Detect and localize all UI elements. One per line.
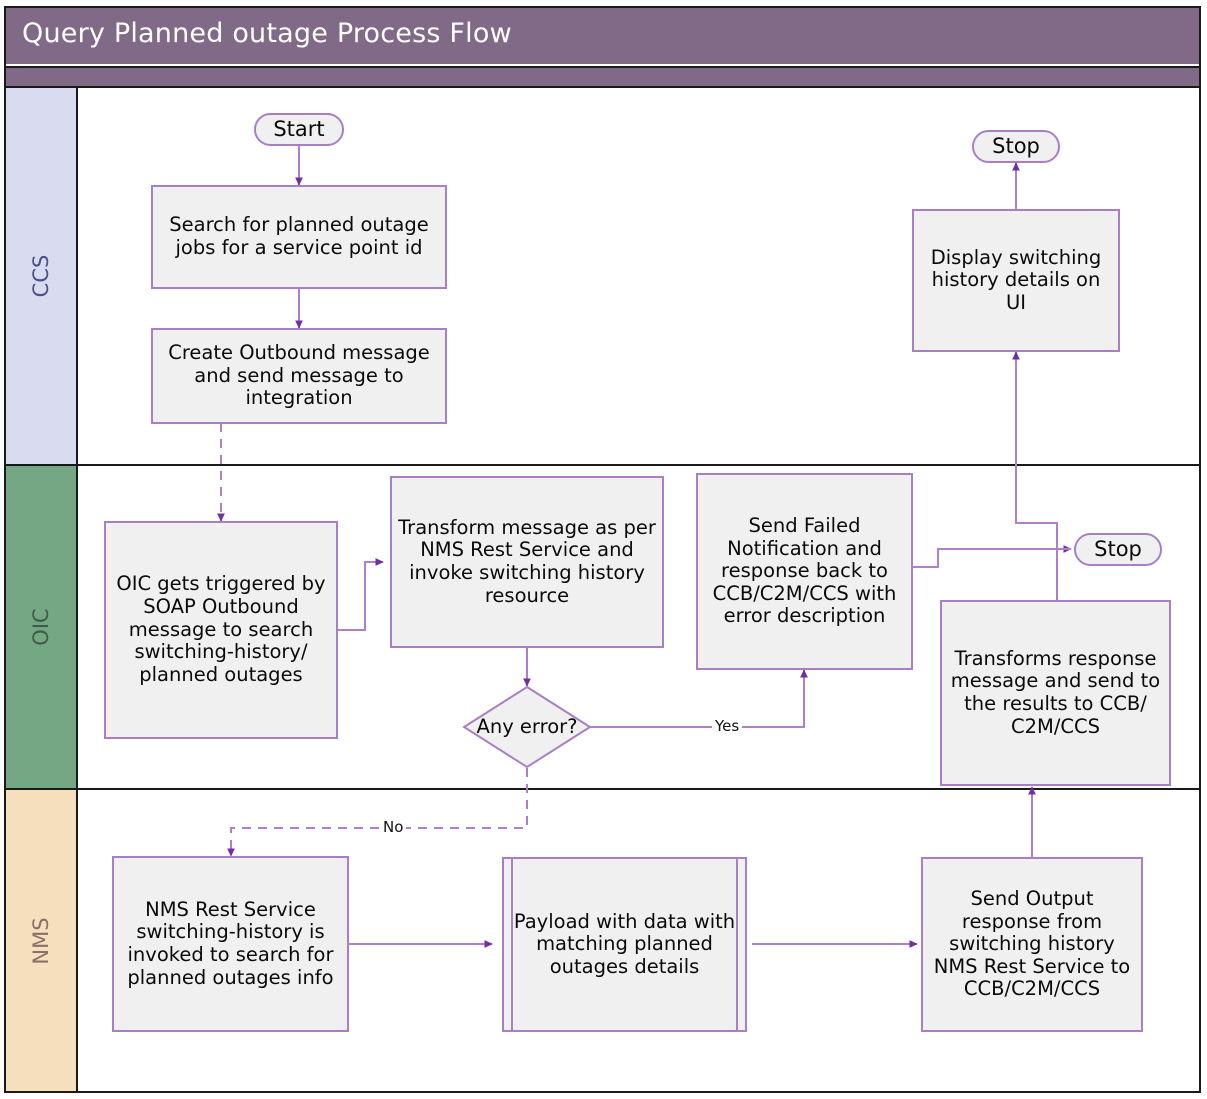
swimlane-header-nms: NMS	[6, 790, 78, 1091]
node-send-failed-notification-label: Send Failed Notification and response ba…	[712, 513, 897, 628]
edge-label-no: No	[380, 818, 407, 836]
node-display-switching-history-label: Display switching history details on UI	[930, 245, 1102, 314]
node-stop-oic-label: Stop	[1094, 537, 1142, 562]
node-send-output-response[interactable]: Send Output response from switching hist…	[921, 857, 1143, 1032]
decision-diamond-shape	[462, 685, 592, 769]
node-any-error-decision[interactable]: Any error?	[462, 685, 592, 769]
swimlane-header-oic: OIC	[6, 466, 78, 788]
node-transform-message[interactable]: Transform message as per NMS Rest Servic…	[390, 476, 664, 648]
node-nms-rest-service[interactable]: NMS Rest Service switching-history is in…	[112, 856, 349, 1032]
node-search-planned-outage-jobs[interactable]: Search for planned outage jobs for a ser…	[151, 185, 447, 289]
node-create-outbound-message[interactable]: Create Outbound message and send message…	[151, 328, 447, 424]
title-accent-strip	[6, 66, 1199, 88]
node-send-failed-notification[interactable]: Send Failed Notification and response ba…	[696, 473, 913, 670]
node-transforms-response-message[interactable]: Transforms response message and send to …	[940, 600, 1171, 786]
swimlane-label-nms: NMS	[29, 916, 53, 965]
node-nms-rest-service-label: NMS Rest Service switching-history is in…	[127, 897, 334, 989]
node-stop-oic[interactable]: Stop	[1074, 533, 1162, 566]
node-start-label: Start	[273, 117, 325, 142]
swimlane-oic: OIC	[6, 466, 1199, 790]
node-stop-ccs-label: Stop	[992, 134, 1040, 159]
predefined-process-outer-bars	[502, 857, 747, 1032]
node-oic-gets-triggered-label: OIC gets triggered by SOAP Outbound mess…	[116, 572, 326, 686]
diagram-title-bar: Query Planned outage Process Flow	[6, 8, 1199, 64]
node-search-planned-outage-jobs-label: Search for planned outage jobs for a ser…	[169, 213, 429, 259]
node-any-error-decision-label: Any error?	[476, 714, 578, 738]
node-transform-message-label: Transform message as per NMS Rest Servic…	[398, 515, 656, 607]
node-create-outbound-message-label: Create Outbound message and send message…	[168, 341, 430, 410]
node-payload-with-data[interactable]: Payload with data with matching planned …	[502, 857, 747, 1032]
swimlane-nms: NMS	[6, 790, 1199, 1091]
node-display-switching-history[interactable]: Display switching history details on UI	[912, 209, 1120, 352]
predefined-process-inner-bars	[511, 857, 738, 1032]
node-transforms-response-message-label: Transforms response message and send to …	[950, 646, 1161, 738]
swimlane-ccs: CCS	[6, 88, 1199, 466]
node-payload-with-data-label: Payload with data with matching planned …	[513, 909, 736, 978]
swimlane-header-ccs: CCS	[6, 88, 78, 464]
node-send-output-response-label: Send Output response from switching hist…	[933, 886, 1131, 1001]
diagram-outer-frame	[4, 6, 1201, 1093]
page-title: Query Planned outage Process Flow	[22, 18, 512, 49]
node-start[interactable]: Start	[254, 113, 344, 146]
swimlane-label-oic: OIC	[29, 608, 53, 646]
edge-label-yes: Yes	[712, 717, 743, 735]
node-stop-ccs[interactable]: Stop	[972, 130, 1060, 163]
node-oic-gets-triggered[interactable]: OIC gets triggered by SOAP Outbound mess…	[104, 521, 338, 739]
swimlane-label-ccs: CCS	[29, 254, 53, 298]
